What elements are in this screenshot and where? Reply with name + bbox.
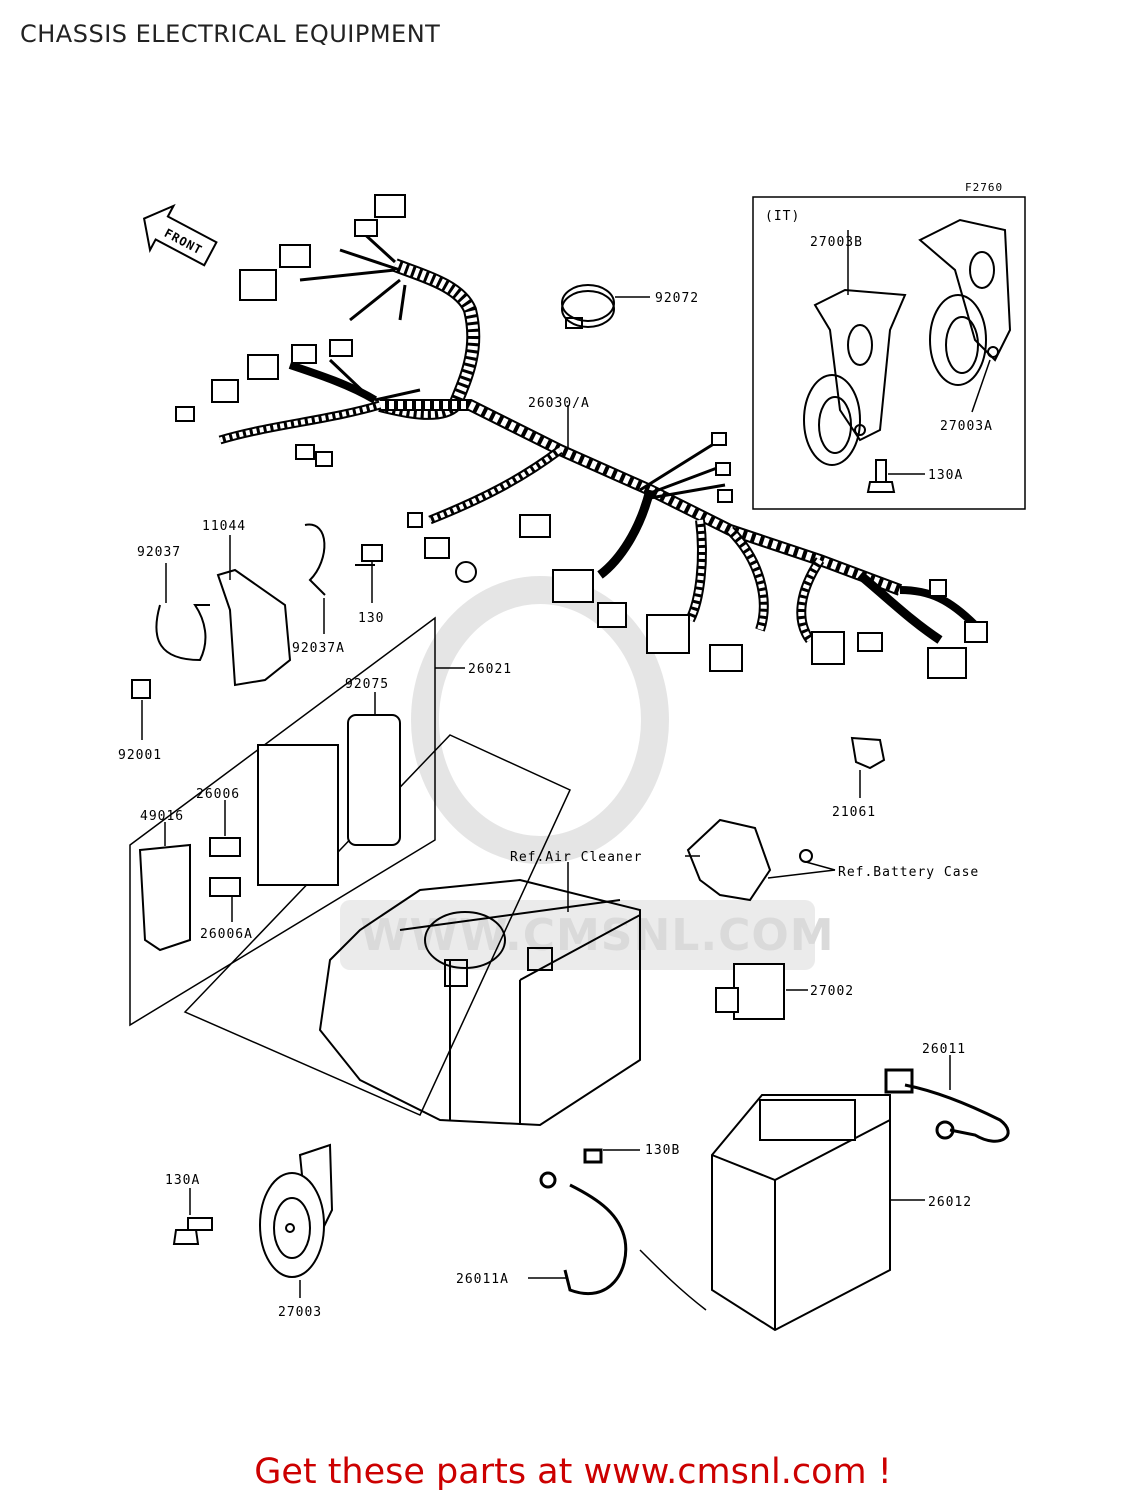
part-label-26006: 26006 (196, 787, 240, 802)
page-title: CHASSIS ELECTRICAL EQUIPMENT (20, 20, 441, 48)
leader-lines (141, 230, 991, 1298)
ref-air-cleaner-label: Ref.Air Cleaner (510, 850, 642, 865)
part-label-130A-bottom: 130A (165, 1173, 200, 1188)
part-label-92001: 92001 (118, 748, 162, 763)
wiring-harness-26030-icon (218, 228, 978, 644)
part-label-130A-top: 130A (928, 468, 963, 483)
part-label-92075: 92075 (345, 677, 389, 692)
front-arrow: FRONT (142, 203, 218, 267)
part-label-27003A: 27003A (940, 419, 993, 434)
part-label-92037A: 92037A (292, 641, 345, 656)
battery-case-icon (318, 878, 641, 1127)
part-label-27003: 27003 (278, 1305, 322, 1320)
connectors-icon (175, 194, 988, 679)
part-label-27003B: 27003B (810, 235, 863, 250)
horn-27003B-icon (803, 288, 907, 466)
inset-box (752, 196, 1026, 510)
cables-icon (539, 1068, 1010, 1311)
part-label-26012: 26012 (928, 1195, 972, 1210)
part-label-92037: 92037 (137, 545, 181, 560)
inset-label: (IT) (765, 209, 800, 224)
horn-27003-icon (172, 1143, 334, 1278)
relay-21061-icon (850, 736, 886, 770)
ref-battery-case-label: Ref.Battery Case (838, 865, 979, 880)
part-label-26021: 26021 (468, 662, 512, 677)
part-label-21061: 21061 (832, 805, 876, 820)
horn-27003A-icon (918, 218, 1012, 386)
part-label-26030A: 26030/A (528, 396, 590, 411)
bracket-air-cleaner-icon (686, 818, 813, 902)
part-label-26006A: 26006A (200, 927, 253, 942)
fuse-box-26021-icon (138, 714, 401, 952)
watermark-text: WWW.CMSNL.COM (360, 910, 835, 961)
regulator-27002-icon (715, 963, 785, 1020)
battery-26012-icon (711, 1094, 891, 1332)
part-label-11044: 11044 (202, 519, 246, 534)
part-label-49016: 49016 (140, 809, 184, 824)
fuse-box-panel (129, 616, 571, 1116)
clamp-92072-icon (561, 284, 615, 329)
part-label-26011: 26011 (922, 1042, 966, 1057)
figure-code-label: F2760 (965, 181, 1003, 194)
watermark-logo: WWW.CMSNL.COM (340, 576, 835, 970)
part-label-92072: 92072 (655, 291, 699, 306)
part-label-27002: 27002 (810, 984, 854, 999)
part-label-130: 130 (358, 611, 384, 626)
footer-link-text[interactable]: Get these parts at www.cmsnl.com ! (254, 1452, 892, 1492)
part-label-130B: 130B (645, 1143, 680, 1158)
bracket-11044-icon (131, 523, 383, 699)
bolt-130A-top-icon (866, 459, 896, 493)
part-label-26011A: 26011A (456, 1272, 509, 1287)
